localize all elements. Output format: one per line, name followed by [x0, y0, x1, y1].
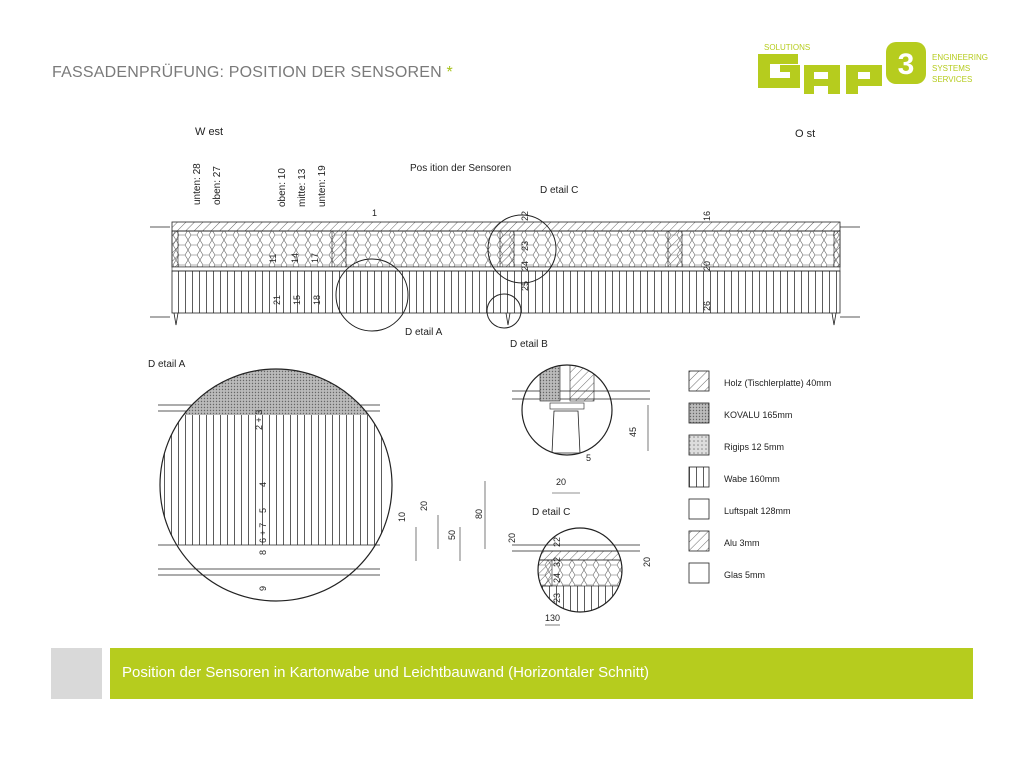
detail-c-num-23: 23: [552, 593, 562, 603]
sensor-tag-19: unten: 19: [317, 165, 328, 207]
legend-label-luftspalt: Luftspalt 128mm: [724, 506, 791, 516]
legend-label-glas: Glas 5mm: [724, 570, 765, 580]
detail-a-num-2-3: 2 + 3: [254, 410, 264, 430]
footer-caption: Position der Sensoren in Kartonwabe und …: [122, 664, 649, 681]
east-label: O st: [795, 128, 815, 140]
company-logo: SOLUTIONS 3 ENGINEERING SYSTEMS SERVICES: [758, 42, 988, 94]
legend-label-holz: Holz (Tischlerplatte) 40mm: [724, 378, 831, 388]
title-asterisk: *: [446, 64, 453, 81]
sensor-tag-13: mitte: 13: [297, 168, 308, 207]
detail-c-drawing: [512, 527, 640, 626]
detail-c-dim-20a: 20: [507, 533, 517, 543]
sensor-tag-11: 11: [268, 254, 278, 263]
wall-section: [150, 214, 860, 332]
legend-label-wabe: Wabe 160mm: [724, 474, 780, 484]
detail-c-heading: D etail C: [532, 507, 570, 518]
legend-swatch-holz: [688, 370, 710, 392]
detail-a-dim-20: 20: [419, 501, 429, 511]
sensor-tag-24: 24: [520, 261, 530, 271]
detail-a-num-8: 8: [258, 550, 268, 555]
legend-swatch-luftspalt: [688, 498, 710, 520]
detail-a-num-5: 5: [258, 508, 268, 513]
detail-a-dim-50: 50: [447, 530, 457, 540]
detail-c-dim-20b: 20: [642, 557, 652, 567]
page-title-text: FASSADENPRÜFUNG: POSITION DER SENSOREN: [52, 64, 442, 81]
sensor-position-label: Pos ition der Sensoren: [410, 163, 511, 174]
legend-swatch-kovalu: [688, 402, 710, 424]
logo-line-3: SERVICES: [932, 75, 972, 84]
logo-solutions-text: SOLUTIONS: [764, 43, 810, 52]
detail-a-drawing: [158, 368, 486, 602]
technical-drawing: W est O st Pos ition der Sensoren D etai…: [148, 126, 860, 626]
sensor-tag-14: 14: [290, 253, 300, 263]
legend: Holz (Tischlerplatte) 40mm KOVALU 165mm …: [688, 370, 831, 584]
footer-caption-bar: Position der Sensoren in Kartonwabe und …: [110, 648, 973, 699]
sensor-tag-1: 1: [372, 208, 377, 218]
detail-b-callout: D etail B: [510, 339, 548, 350]
detail-b-dim-5: 5: [586, 453, 591, 463]
legend-swatch-glas: [688, 562, 710, 584]
sensor-tag-20: 20: [702, 261, 712, 271]
west-label: W est: [195, 126, 223, 138]
logo-line-2: SYSTEMS: [932, 64, 970, 73]
logo-gap-mark: [758, 54, 882, 94]
legend-swatch-rigips: [688, 434, 710, 456]
sensor-tag-17: 17: [310, 253, 320, 263]
detail-a-dim-80: 80: [474, 509, 484, 519]
detail-c-num-24: 24: [552, 573, 562, 583]
footer-gray-block: [51, 648, 102, 699]
sensor-tag-26: 26: [702, 301, 712, 311]
detail-b-dim-20: 20: [556, 477, 566, 487]
legend-swatch-wabe: [688, 466, 710, 488]
detail-b-drawing: [512, 364, 650, 494]
detail-b-dim-45: 45: [628, 427, 638, 437]
detail-a-num-4: 4: [258, 482, 268, 487]
logo-badge: [886, 42, 926, 84]
detail-a-dim-10: 10: [397, 512, 407, 522]
sensor-tag-10: oben: 10: [277, 168, 288, 207]
logo-line-1: ENGINEERING: [932, 53, 988, 62]
detail-c-callout: D etail C: [540, 185, 578, 196]
legend-label-alu: Alu 3mm: [724, 538, 760, 548]
logo-badge-number: 3: [898, 48, 915, 81]
detail-c-num-22: 22: [552, 537, 562, 547]
legend-swatch-alu: [688, 530, 710, 552]
sensor-tag-25: 25: [520, 281, 530, 291]
sensor-tag-18: 18: [312, 295, 322, 305]
page-title: FASSADENPRÜFUNG: POSITION DER SENSOREN *: [52, 64, 453, 82]
sensor-tag-28: unten: 28: [192, 163, 203, 205]
sensor-tag-15: 15: [292, 295, 302, 305]
detail-c-num-32: 32: [552, 557, 562, 567]
legend-label-rigips: Rigips 12 5mm: [724, 442, 784, 452]
detail-a-num-9: 9: [258, 586, 268, 591]
detail-a-num-6-7: 6 + 7: [258, 523, 268, 543]
sensor-tag-27: oben: 27: [212, 166, 223, 205]
detail-a-callout: D etail A: [405, 327, 443, 338]
sensor-tag-16: 16: [702, 211, 712, 221]
sensor-tag-23: 23: [520, 241, 530, 251]
sensor-tag-21: 21: [272, 295, 282, 305]
legend-label-kovalu: KOVALU 165mm: [724, 410, 792, 420]
detail-a-heading: D etail A: [148, 359, 186, 370]
detail-c-dim-130: 130: [545, 613, 560, 623]
sensor-tag-22: 22: [520, 211, 530, 221]
